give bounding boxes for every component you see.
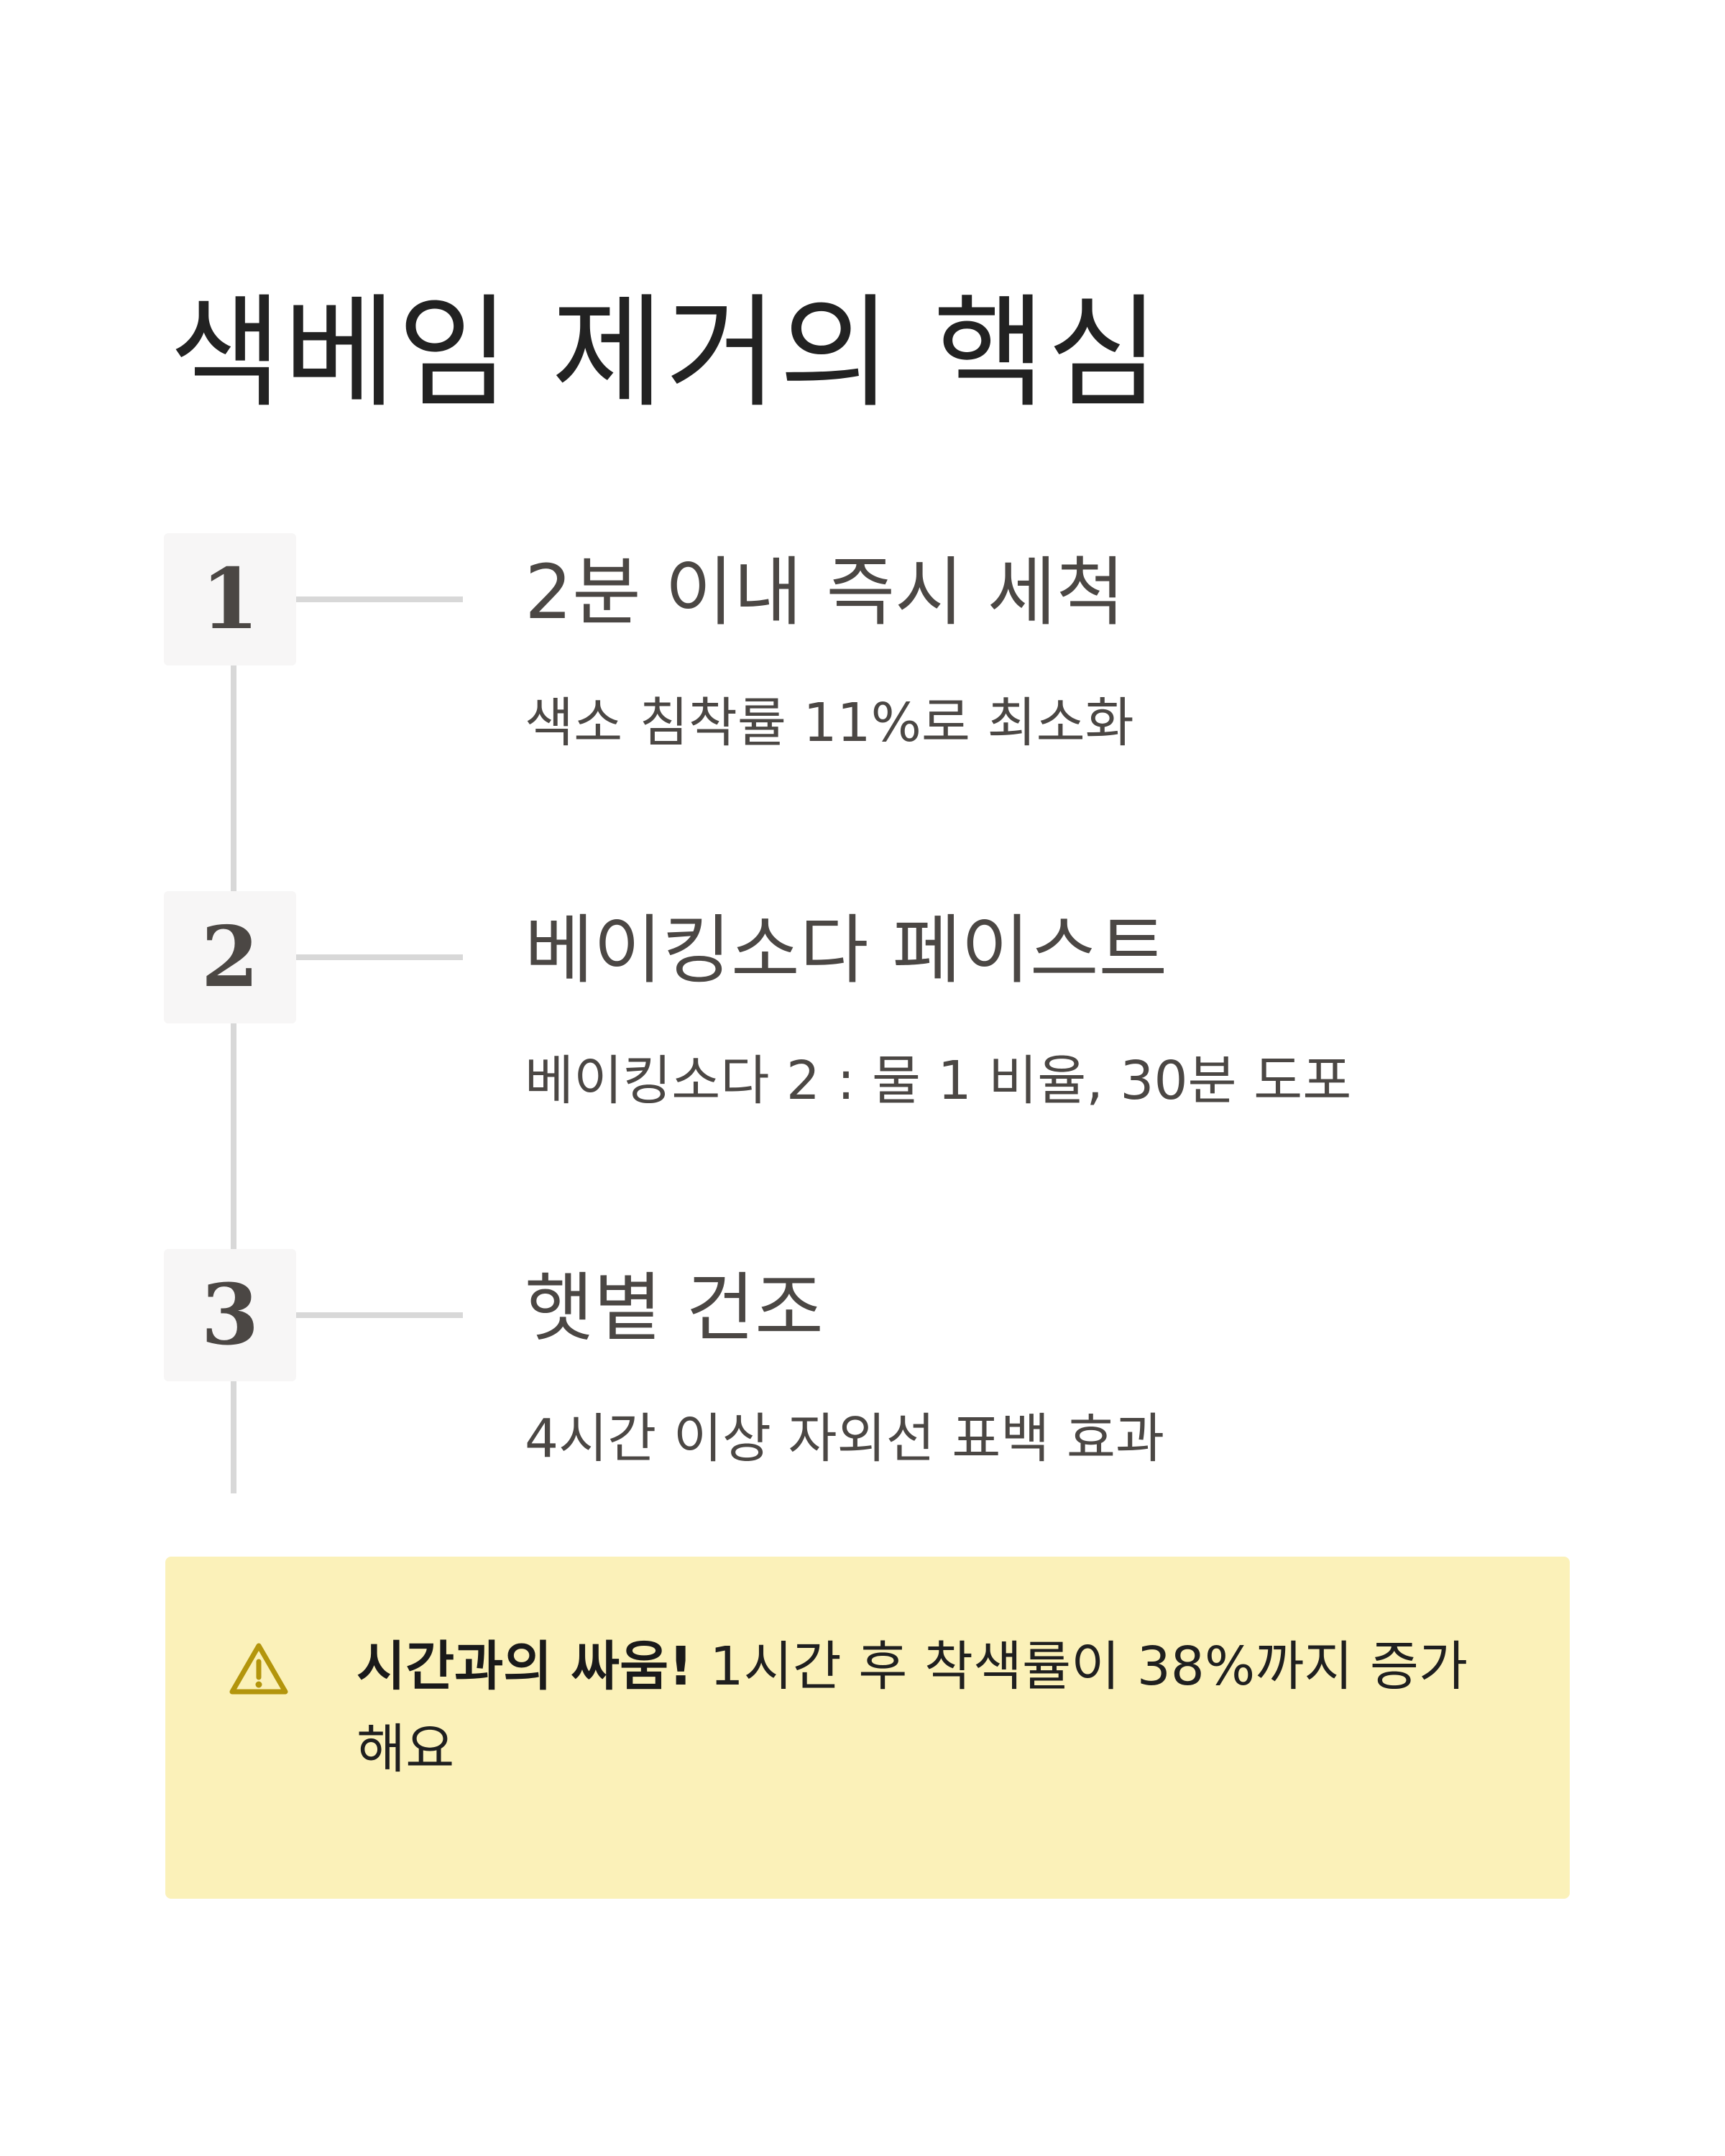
step-item: 1 2분 이내 즉시 세척 색소 침착률 11%로 최소화 xyxy=(164,533,1601,754)
step-description: 베이킹소다 2 : 물 1 비율, 30분 도포 xyxy=(525,1050,1352,1112)
step-number: 1 xyxy=(201,550,259,648)
step-number: 2 xyxy=(201,908,259,1006)
warning-callout: 시간과의 싸움! 1시간 후 착색률이 38%까지 증가해요 xyxy=(165,1557,1570,1899)
warning-text: 1시간 후 착색률이 38%까지 증가해요 xyxy=(356,1636,1468,1780)
warning-icon xyxy=(229,1643,288,1695)
step-title: 2분 이내 즉시 세척 xyxy=(525,548,1126,636)
step-number-badge: 1 xyxy=(164,533,296,665)
step-item: 3 햇볕 건조 4시간 이상 자외선 표백 효과 xyxy=(164,1249,1601,1470)
step-description: 색소 침착률 11%로 최소화 xyxy=(525,692,1134,754)
page-title: 색베임 제거의 핵심 xyxy=(170,282,1162,425)
step-connector xyxy=(296,954,463,960)
step-connector xyxy=(296,596,463,602)
step-title: 베이킹소다 페이스트 xyxy=(525,906,1168,994)
step-description: 4시간 이상 자외선 표백 효과 xyxy=(525,1408,1165,1470)
step-item: 2 베이킹소다 페이스트 베이킹소다 2 : 물 1 비율, 30분 도포 xyxy=(164,891,1601,1112)
warning-message: 시간과의 싸움! 1시간 후 착색률이 38%까지 증가해요 xyxy=(356,1626,1506,1790)
step-number: 3 xyxy=(201,1266,259,1364)
step-number-badge: 3 xyxy=(164,1249,296,1381)
step-connector xyxy=(296,1312,463,1318)
timeline-line xyxy=(231,596,236,1493)
step-title: 햇볕 건조 xyxy=(525,1264,824,1352)
step-number-badge: 2 xyxy=(164,891,296,1023)
warning-emphasis: 시간과의 싸움! xyxy=(356,1636,693,1697)
